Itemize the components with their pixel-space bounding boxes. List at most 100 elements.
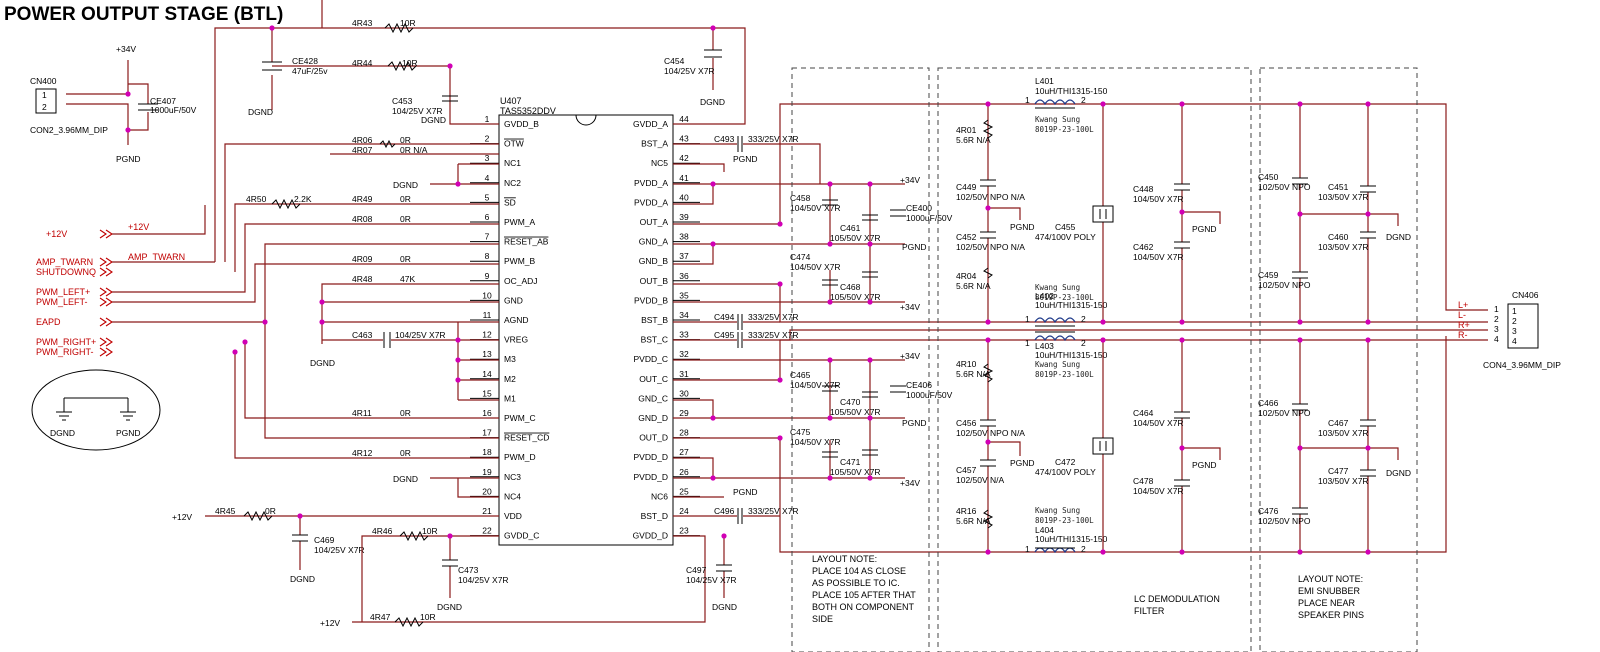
junction-dot: [1179, 549, 1185, 555]
ref-c451: C451: [1328, 182, 1349, 192]
ic-pin-number: 16: [482, 408, 492, 418]
p34v-cn400: +34V: [116, 44, 136, 54]
junction-dot: [985, 549, 991, 555]
pgnd-lc1: PGND: [1010, 222, 1035, 232]
junction-dot: [447, 63, 453, 69]
val-c455: 474/100V POLY: [1035, 232, 1096, 242]
junction-dot: [1179, 337, 1185, 343]
net-label-pwm-left-plus: PWM_LEFT+: [36, 287, 90, 297]
junction-dot: [455, 357, 461, 363]
ic-pin-number: 4: [485, 173, 490, 183]
val-c448: 104/50V X7R: [1133, 194, 1184, 204]
junction-dot: [1297, 211, 1303, 217]
val-c449: 102/50V NPO N/A: [956, 192, 1025, 202]
ic-pin-number: 8: [485, 251, 490, 261]
ref-c465: C465: [790, 370, 811, 380]
val-4r45: 0R: [265, 506, 276, 516]
ic-pin-name: NC6: [651, 491, 668, 501]
junction-dot: [867, 241, 873, 247]
cn406-pin4: 4: [1512, 336, 1517, 346]
ic-pin-number: 3: [485, 153, 490, 163]
junction-dot: [1179, 445, 1185, 451]
net-label-amp-twarn: AMP_TWARN: [36, 257, 93, 267]
ic-pin-number: 6: [485, 212, 490, 222]
junction-dot: [1100, 101, 1106, 107]
ref-c453: C453: [392, 96, 413, 106]
ref-c474: C474: [790, 252, 811, 262]
ic-pin-number: 42: [679, 153, 689, 163]
svg-text:1: 1: [1025, 544, 1030, 554]
cn406-pin3: 3: [1512, 326, 1517, 336]
cn406-num3: 3: [1494, 324, 1499, 334]
dgnd-ce428: DGND: [248, 107, 273, 117]
dgnd-c497: DGND: [712, 602, 737, 612]
pgnd-lc2: PGND: [1010, 458, 1035, 468]
ic-pin-number: 36: [679, 271, 689, 281]
junction-dot: [1297, 445, 1303, 451]
val-4r09: 0R: [400, 254, 411, 264]
junction-dot: [827, 475, 833, 481]
ref-ce407: CE407: [150, 96, 176, 106]
val-4r08: 0R: [400, 214, 411, 224]
junction-dot: [125, 127, 131, 133]
ref-4r09: 4R09: [352, 254, 373, 264]
ref-c458: C458: [790, 193, 811, 203]
ic-pin-name: SD: [504, 197, 516, 207]
dashed-regions: LAYOUT NOTE: PLACE 104 AS CLOSE AS POSSI…: [791, 67, 1418, 652]
ic-pin-name: BST_D: [641, 511, 668, 521]
ic-pin-number: 22: [482, 526, 492, 536]
junction-dot: [777, 281, 783, 287]
pgnd-nc6: PGND: [733, 487, 758, 497]
ic-pin-number: 28: [679, 428, 689, 438]
junction-dot: [985, 439, 991, 445]
dgnd-c454: DGND: [700, 97, 725, 107]
ic-pin-number: 14: [482, 369, 492, 379]
val-c457: 102/50V N/A: [956, 475, 1005, 485]
svg-text:1: 1: [1025, 95, 1030, 105]
val-c475: 104/50V X7R: [790, 437, 841, 447]
junction-dot: [777, 435, 783, 441]
junction-dot: [297, 513, 303, 519]
ref-c463: C463: [352, 330, 373, 340]
ref-c493: C493: [714, 134, 735, 144]
val-c470: 105/50V X7R: [830, 407, 881, 417]
val-c471: 105/50V X7R: [830, 467, 881, 477]
connector-cn406: CN406 CON4_3.96MM_DIP 1 2 3 4 1 2 3 4 L+…: [1458, 290, 1561, 370]
val-ce407: 1000uF/50V: [150, 105, 197, 115]
part-l404: 8019P-23-100L: [1035, 516, 1094, 525]
note1-line1: LAYOUT NOTE:: [812, 554, 877, 564]
val-4r49: 0R: [400, 194, 411, 204]
junction-dot: [1179, 319, 1185, 325]
svg-text:1: 1: [1025, 314, 1030, 324]
p34v-b: +34V: [900, 302, 920, 312]
ref-4r16: 4R16: [956, 506, 977, 516]
ic-pin-name: PWM_C: [504, 413, 536, 423]
ic-pin-name: M1: [504, 393, 516, 403]
cn406-label-lm: L-: [1458, 310, 1466, 320]
dgnd-nc3: DGND: [393, 474, 418, 484]
right-ic-wiring: C493 333/25V X7R PGND +34V PGND +34V C49…: [673, 103, 1488, 553]
ref-c449: C449: [956, 182, 977, 192]
junction-dot: [827, 181, 833, 187]
left-net-labels: +12V AMP_TWARN SHUTDOWNQ PWM_LEFT+ PWM_L…: [36, 222, 185, 357]
junction-dot: [867, 475, 873, 481]
junction-dot: [985, 337, 991, 343]
junction-dot: [455, 377, 461, 383]
ic-pin-name: AGND: [504, 315, 529, 325]
ref-c460: C460: [1328, 232, 1349, 242]
val-4r07: 0R N/A: [400, 145, 428, 155]
junction-dot: [1365, 445, 1371, 451]
ref-4r04: 4R04: [956, 271, 977, 281]
ic-pin-name: NC1: [504, 158, 521, 168]
ic-pin-name: GVDD_B: [504, 119, 539, 129]
ref-c464: C464: [1133, 408, 1154, 418]
ic-pin-name: OUT_A: [640, 217, 669, 227]
ic-pin-name: RESET_CD: [504, 433, 549, 443]
ref-c478: C478: [1133, 476, 1154, 486]
ref-c459: C459: [1258, 270, 1279, 280]
ref-4r11: 4R11: [352, 408, 372, 418]
ref-4r44: 4R44: [352, 58, 373, 68]
note1-line2: PLACE 104 AS CLOSE: [812, 566, 906, 576]
ic-pin-name: M3: [504, 354, 516, 364]
val-l401: 10uH/THI1315-150: [1035, 86, 1108, 96]
